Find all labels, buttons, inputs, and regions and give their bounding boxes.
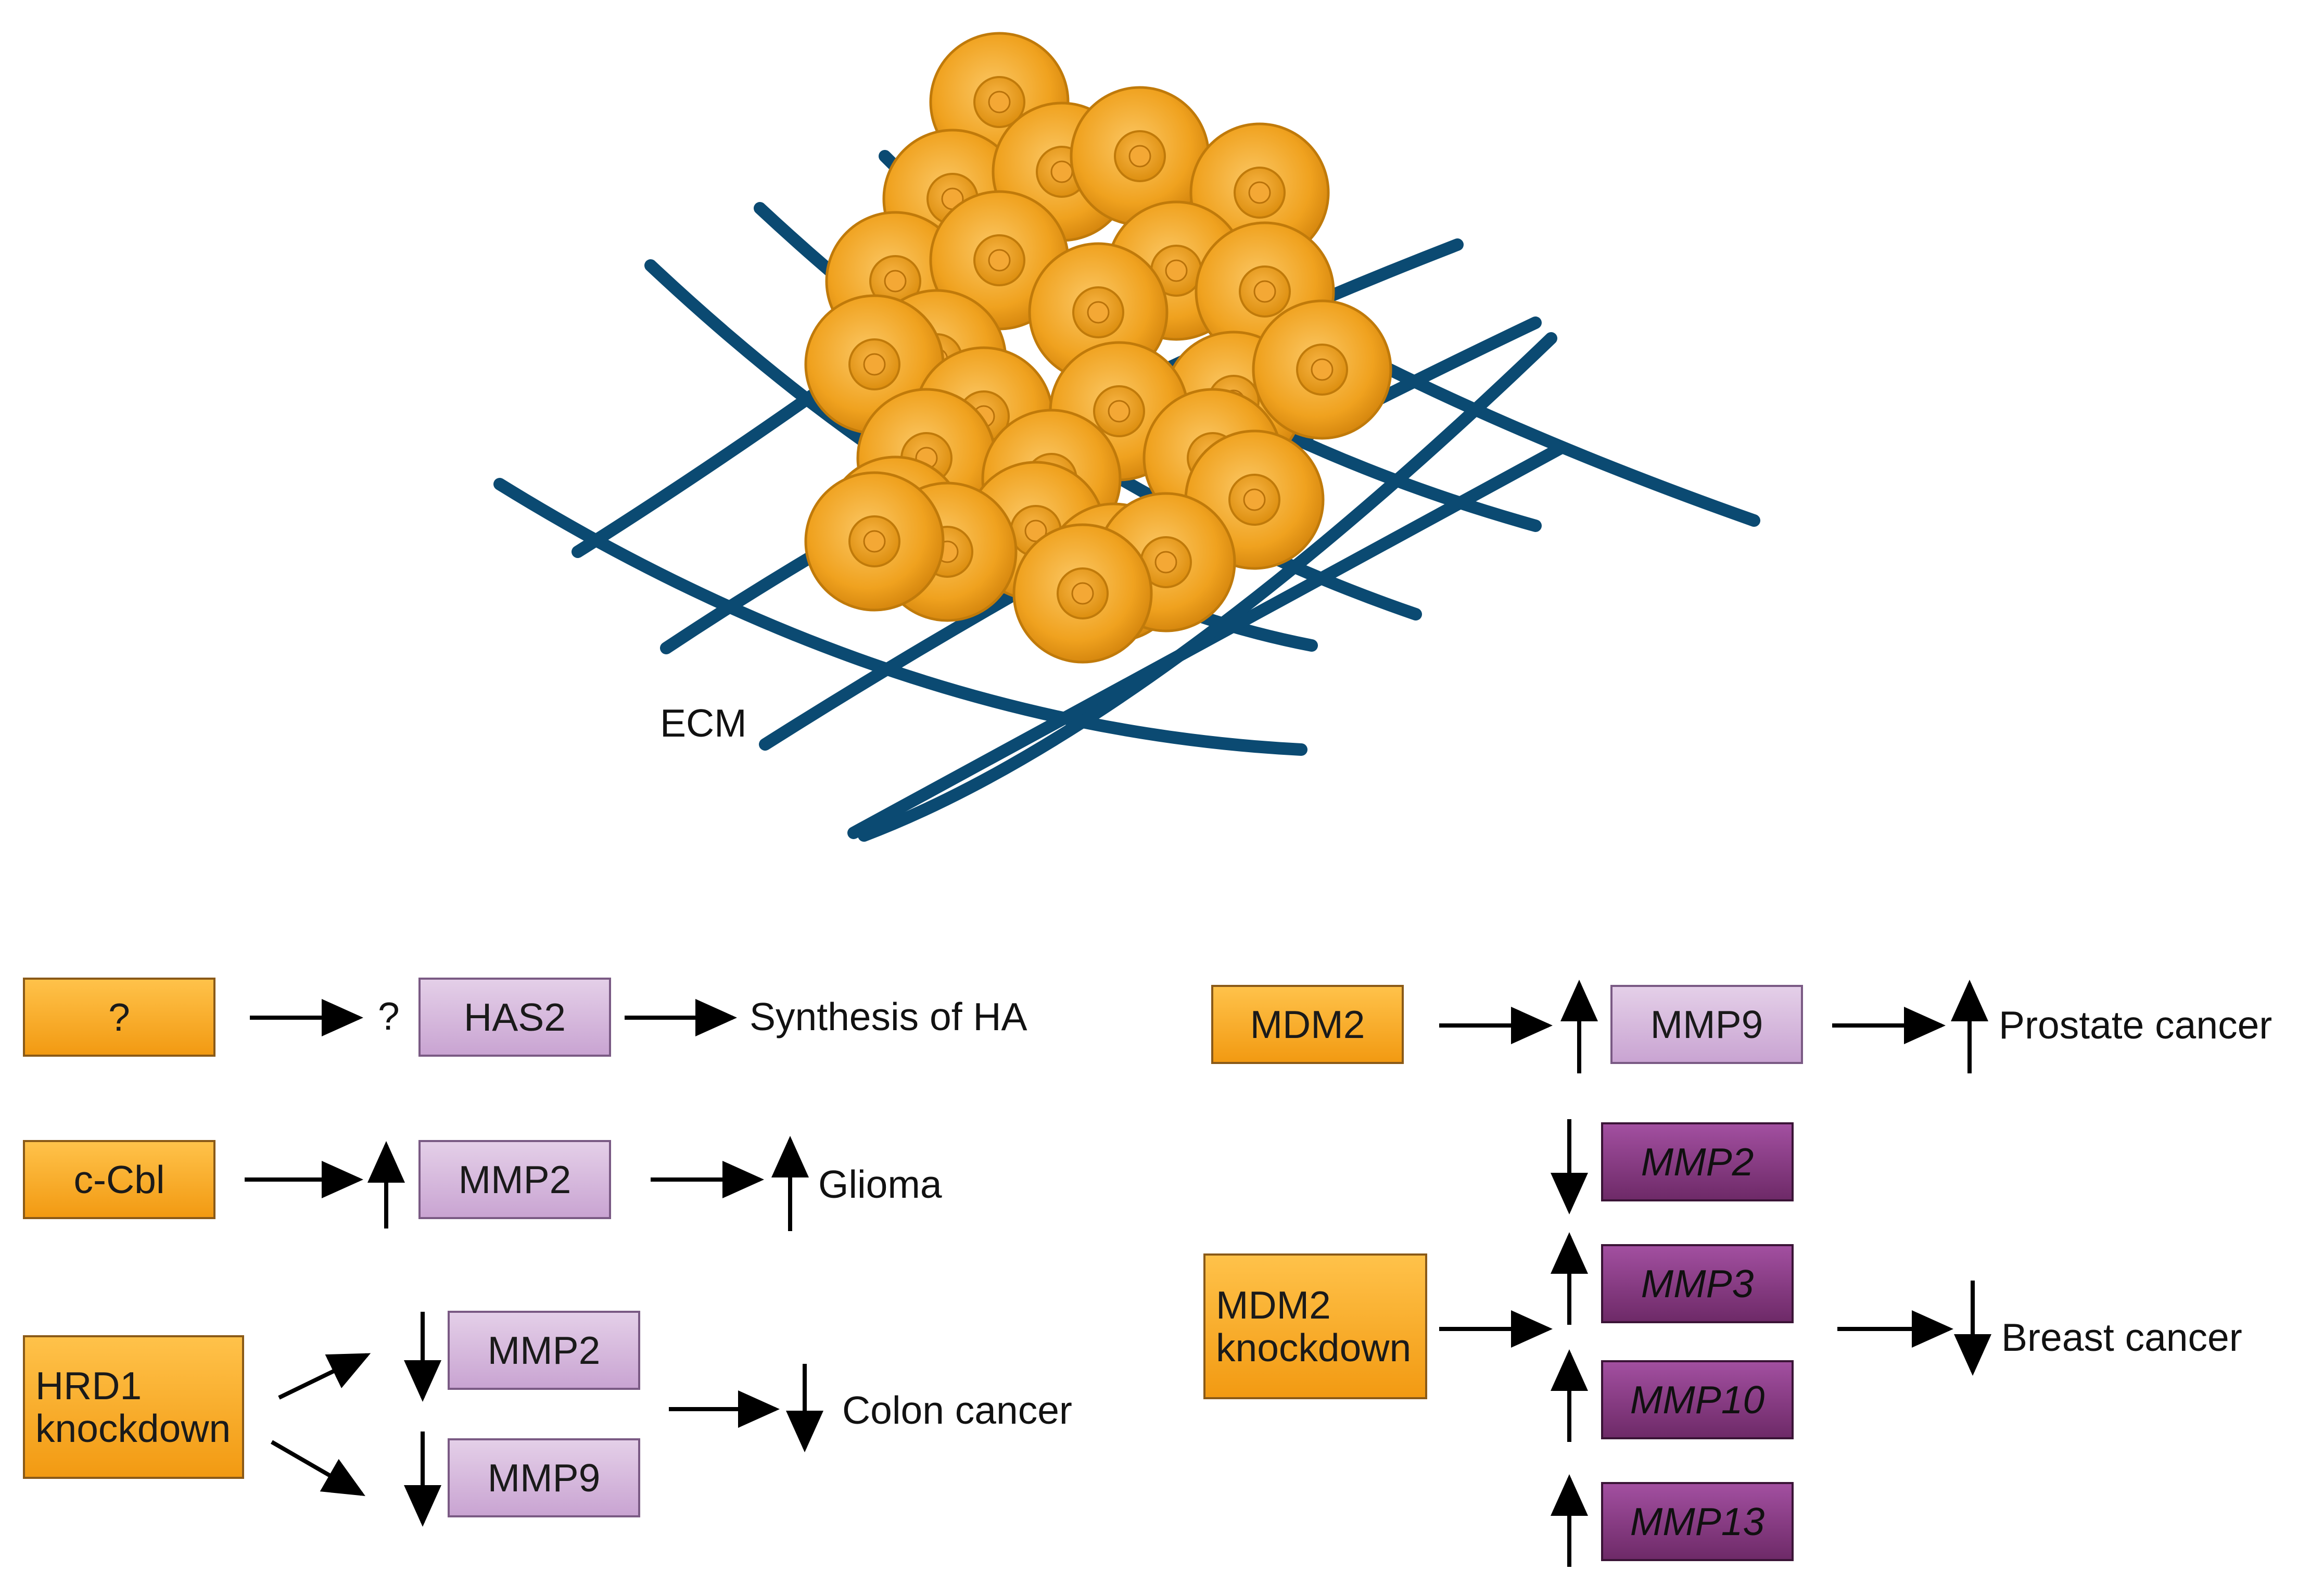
ecm-fiber — [493, 478, 1307, 756]
mmp2-label-glioma: MMP2 — [458, 1157, 572, 1201]
has2-label: HAS2 — [464, 995, 566, 1039]
mmp3-box: MMP3 — [1601, 1244, 1794, 1323]
mmp2-box-breast: MMP2 — [1601, 1122, 1794, 1201]
ecm-fiber — [847, 441, 1568, 839]
has2-box: HAS2 — [418, 978, 611, 1057]
arrow-icon — [270, 1440, 365, 1497]
ecm-fiber — [858, 332, 1557, 842]
mmp2-label-colon: MMP2 — [487, 1328, 601, 1372]
mmp2-label-breast: MMP2 — [1641, 1139, 1754, 1184]
arrow-layer — [245, 980, 1991, 1567]
mmp9-label-prostate: MMP9 — [1650, 1002, 1763, 1046]
breast-cancer-label: Breast cancer — [2001, 1315, 2242, 1359]
mmp2-box-glioma: MMP2 — [418, 1140, 611, 1219]
unknown-regulator-label: ? — [108, 995, 130, 1039]
tumor-cell — [1252, 299, 1392, 440]
glioma-label: Glioma — [818, 1162, 942, 1206]
colon-cancer-label: Colon cancer — [842, 1388, 1072, 1432]
mmp13-label: MMP13 — [1630, 1499, 1765, 1543]
mmp13-box: MMP13 — [1601, 1482, 1794, 1561]
mmp9-box-prostate: MMP9 — [1610, 985, 1803, 1064]
unknown-mechanism-mark: ? — [378, 994, 400, 1038]
mmp3-label: MMP3 — [1641, 1261, 1754, 1306]
mdm2-label: MDM2 — [1250, 1002, 1365, 1046]
synthesis-of-ha-label: Synthesis of HA — [750, 995, 1027, 1038]
prostate-cancer-label: Prostate cancer — [1999, 1003, 2272, 1047]
c-cbl-box: c-Cbl — [23, 1140, 215, 1219]
tumor-cell — [804, 471, 945, 612]
tumor-cell — [1012, 523, 1153, 664]
mdm2-box: MDM2 — [1211, 985, 1404, 1064]
mmp9-label-colon: MMP9 — [487, 1455, 601, 1500]
unknown-regulator-box: ? — [23, 978, 215, 1057]
mmp9-box-colon: MMP9 — [448, 1438, 640, 1517]
arrow-icon — [278, 1353, 371, 1400]
mmp10-box: MMP10 — [1601, 1360, 1794, 1439]
tumor-cell — [1070, 86, 1210, 226]
ecm-label: ECM — [660, 701, 747, 745]
c-cbl-label: c-Cbl — [73, 1157, 165, 1201]
tumor-cell-cluster-icon — [804, 32, 1392, 664]
mmp10-label: MMP10 — [1630, 1377, 1765, 1422]
mmp2-box-colon: MMP2 — [448, 1311, 640, 1390]
